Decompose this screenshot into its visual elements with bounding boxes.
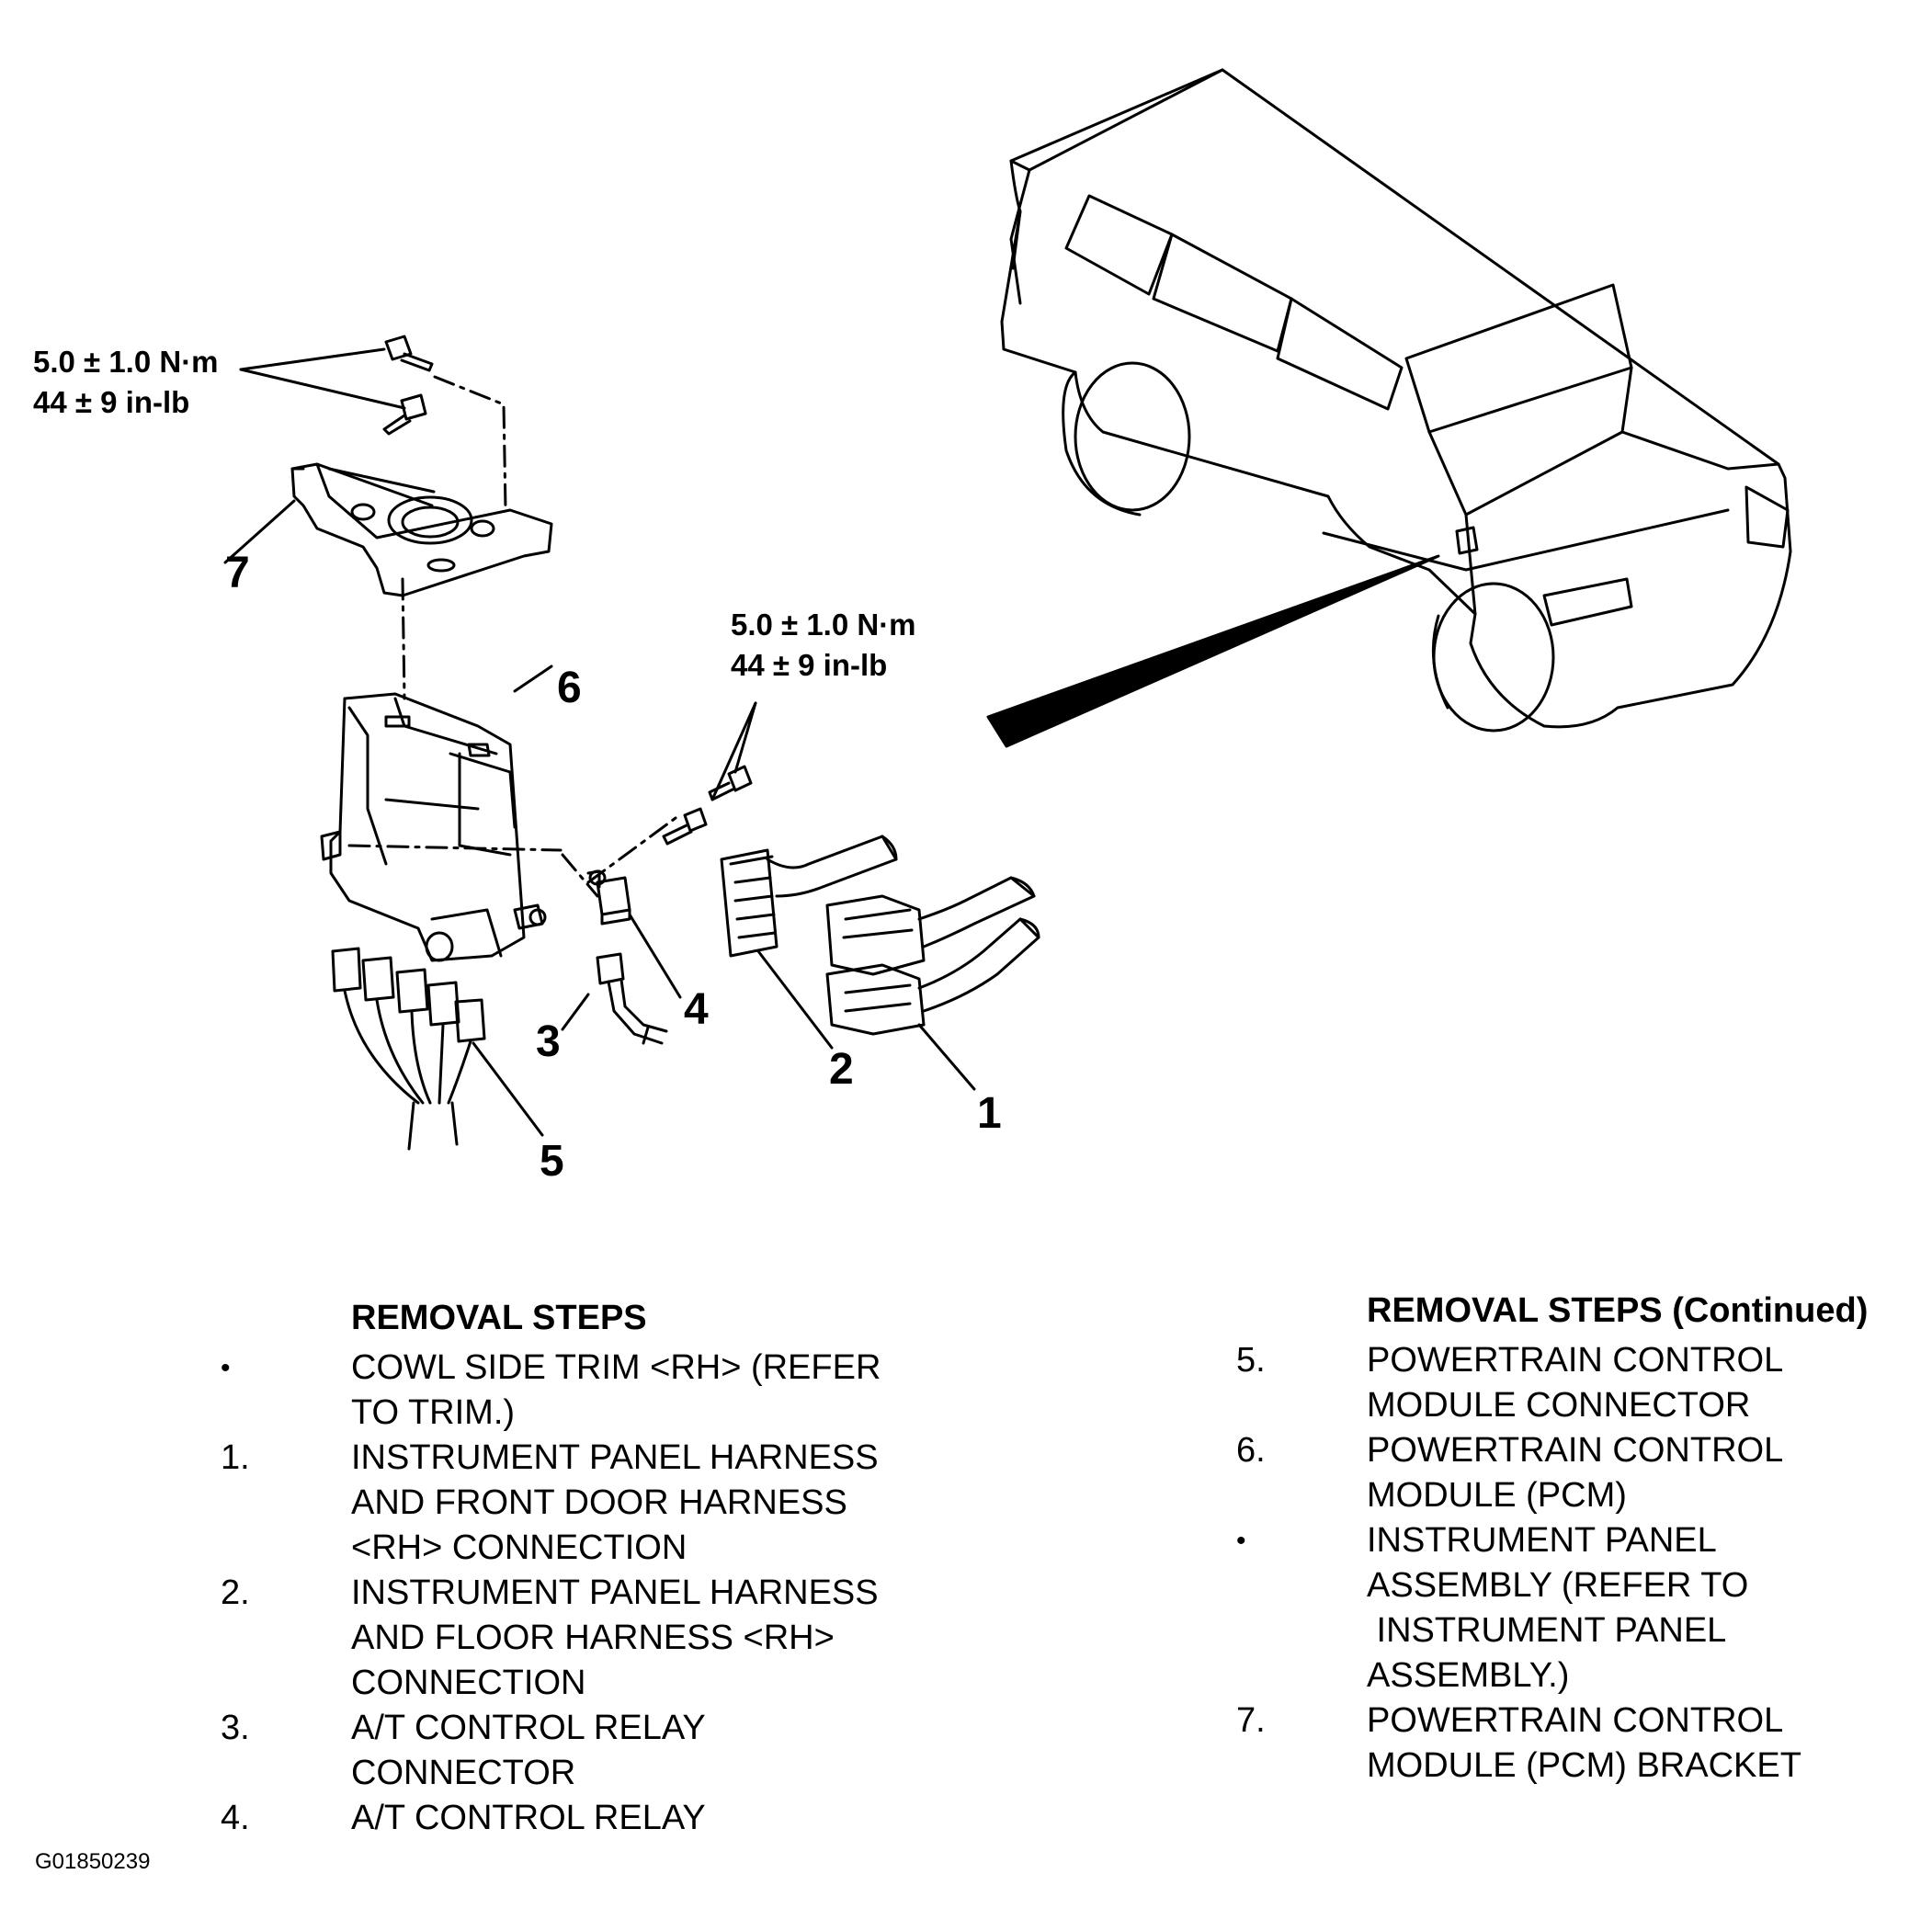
step-line: INSTRUMENT PANEL HARNESS (351, 1573, 879, 1612)
pcm-module (320, 692, 547, 962)
step-line: CONNECTOR (351, 1754, 576, 1792)
step-line: TO TRIM.) (351, 1393, 516, 1432)
harness-connector-1 (825, 876, 1040, 1036)
step-line: COWL SIDE TRIM <RH> (REFER (351, 1348, 881, 1387)
step-marker: 1. (221, 1438, 250, 1477)
callout-6: 6 (557, 664, 582, 712)
step-line: INSTRUMENT PANEL (1367, 1521, 1717, 1560)
step-line: INSTRUMENT PANEL (1367, 1611, 1727, 1650)
step-marker: 7. (1236, 1701, 1266, 1740)
pcm-bracket (290, 462, 553, 597)
torque-spec-mid-inlb: 44 ± 9 in-lb (731, 648, 888, 682)
torque-spec-mid-nm: 5.0 ± 1.0 N·m (731, 608, 916, 642)
vehicle-illustration (986, 68, 1792, 748)
removal-steps-title: REMOVAL STEPS (351, 1299, 647, 1337)
step-marker: • (1236, 1526, 1246, 1556)
step-row: 3. A/T CONTROL RELAY CONNECTOR (221, 1706, 1048, 1796)
torque-spec-left-inlb: 44 ± 9 in-lb (33, 385, 190, 419)
step-row: • COWL SIDE TRIM <RH> (REFER TO TRIM.) (221, 1346, 1048, 1436)
removal-steps-left: REMOVAL STEPS • COWL SIDE TRIM <RH> (REF… (221, 1296, 1048, 1841)
step-line: MODULE (PCM) (1367, 1476, 1627, 1515)
step-line: MODULE (PCM) BRACKET (1367, 1746, 1801, 1785)
pcm-connectors (331, 947, 486, 1151)
harness-connector-2 (720, 835, 898, 958)
step-marker: 3. (221, 1709, 250, 1747)
step-row: 5. POWERTRAIN CONTROL MODULE CONNECTOR (1236, 1338, 1916, 1428)
step-line: A/T CONTROL RELAY (351, 1799, 706, 1837)
step-marker: 6. (1236, 1431, 1266, 1470)
step-marker: 2. (221, 1573, 250, 1612)
step-line: MODULE CONNECTOR (1367, 1386, 1751, 1425)
step-row: 2. INSTRUMENT PANEL HARNESS AND FLOOR HAR… (221, 1571, 1048, 1706)
step-line: ASSEMBLY (REFER TO (1367, 1566, 1749, 1605)
callout-5: 5 (540, 1137, 564, 1186)
step-line: CONNECTION (351, 1664, 586, 1702)
callout-3: 3 (536, 1017, 561, 1066)
step-line: POWERTRAIN CONTROL (1367, 1701, 1784, 1740)
step-line: POWERTRAIN CONTROL (1367, 1341, 1784, 1380)
at-relay-connector (596, 952, 668, 1045)
figure-id: G01850239 (35, 1849, 151, 1874)
step-marker: 4. (221, 1799, 250, 1837)
step-line: A/T CONTROL RELAY (351, 1709, 706, 1747)
step-line: POWERTRAIN CONTROL (1367, 1431, 1784, 1470)
bolt-top-1 (384, 335, 434, 372)
step-line: AND FRONT DOOR HARNESS (351, 1483, 847, 1522)
step-row: 6. POWERTRAIN CONTROL MODULE (PCM) (1236, 1428, 1916, 1518)
torque-spec-left-nm: 5.0 ± 1.0 N·m (33, 345, 219, 379)
bolt-top-2 (382, 393, 427, 436)
bolt-mid-1 (708, 765, 753, 801)
step-line: ASSEMBLY.) (1367, 1656, 1570, 1695)
step-row: 7. POWERTRAIN CONTROL MODULE (PCM) BRACKE… (1236, 1698, 1916, 1789)
step-line: <RH> CONNECTION (351, 1528, 688, 1567)
callout-2: 2 (829, 1045, 854, 1094)
removal-steps-right: REMOVAL STEPS (Continued) 5. POWERTRAIN … (1236, 1289, 1916, 1789)
step-row: 1. INSTRUMENT PANEL HARNESS AND FRONT DOO… (221, 1436, 1048, 1571)
step-row: • INSTRUMENT PANEL ASSEMBLY (REFER TO INS… (1236, 1518, 1916, 1698)
bolt-mid-2 (662, 807, 708, 846)
callout-1: 1 (977, 1089, 1002, 1138)
callout-7: 7 (225, 549, 250, 597)
step-line: AND FLOOR HARNESS <RH> (351, 1619, 835, 1657)
removal-steps-continued-title: REMOVAL STEPS (Continued) (1367, 1291, 1869, 1330)
callout-4: 4 (684, 985, 709, 1034)
step-row: 4. A/T CONTROL RELAY (221, 1796, 1048, 1841)
step-line: INSTRUMENT PANEL HARNESS (351, 1438, 879, 1477)
step-marker: 5. (1236, 1341, 1266, 1380)
step-marker: • (221, 1353, 231, 1383)
